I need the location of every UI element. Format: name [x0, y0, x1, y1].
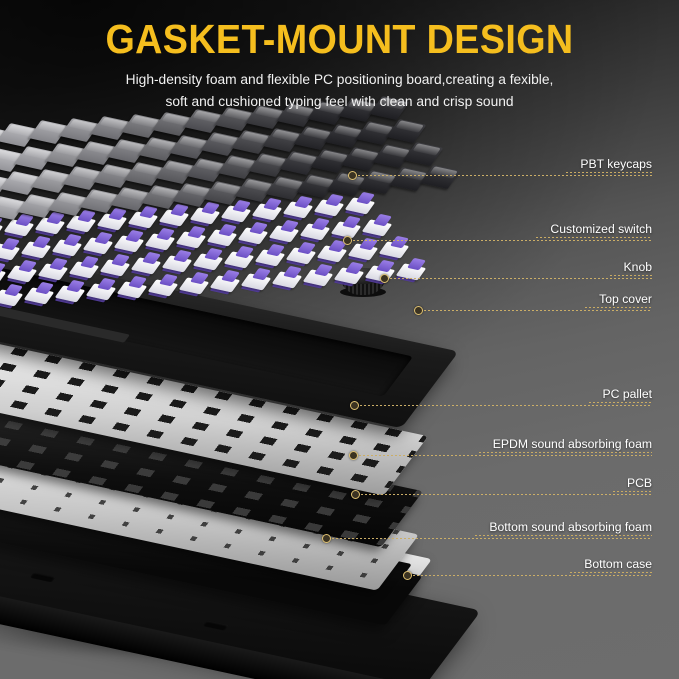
- callout-marker-customized-switch: [343, 236, 352, 245]
- page-subtitle: High-density foam and flexible PC positi…: [75, 69, 604, 113]
- callout-leader-pbt-keycaps: [358, 175, 652, 176]
- callout-underline-pbt-keycaps: [566, 172, 652, 173]
- callout-label-epdm-foam: EPDM sound absorbing foam: [492, 437, 652, 451]
- callout-leader-epdm-foam: [359, 455, 652, 456]
- callout-epdm-foam: EPDM sound absorbing foam: [0, 436, 652, 453]
- callout-leader-pcb: [361, 494, 652, 495]
- callout-label-pc-pallet: PC pallet: [602, 387, 652, 401]
- callout-leader-pc-pallet: [360, 405, 652, 406]
- callout-label-bottom-case: Bottom case: [584, 557, 652, 571]
- callout-leader-knob: [390, 278, 652, 279]
- callout-customized-switch: Customized switch: [0, 221, 652, 238]
- callout-leader-top-cover: [424, 310, 652, 311]
- callout-marker-knob: [380, 274, 389, 283]
- callout-underline-knob: [609, 275, 652, 276]
- callout-leader-customized-switch: [353, 240, 652, 241]
- callout-underline-pcb: [612, 491, 652, 492]
- callout-underline-customized-switch: [536, 237, 652, 238]
- callout-underline-pc-pallet: [588, 402, 652, 403]
- callout-label-pbt-keycaps: PBT keycaps: [580, 157, 652, 171]
- callout-label-pcb: PCB: [626, 476, 652, 490]
- subtitle-line-1: High-density foam and flexible PC positi…: [125, 72, 554, 88]
- callout-knob: Knob: [0, 259, 652, 276]
- header: GASKET-MOUNT DESIGN High-density foam an…: [0, 0, 679, 113]
- subtitle-line-2: soft and cushioned typing feel with clea…: [165, 94, 514, 110]
- callout-pcb: PCB: [0, 475, 652, 492]
- callout-underline-bottom-foam: [475, 535, 652, 536]
- page-title: GASKET-MOUNT DESIGN: [105, 16, 574, 62]
- callout-label-knob: Knob: [623, 260, 652, 274]
- callout-marker-pcb: [351, 490, 360, 499]
- callout-leader-bottom-case: [413, 575, 652, 576]
- callout-pbt-keycaps: PBT keycaps: [0, 156, 652, 173]
- callout-label-customized-switch: Customized switch: [550, 222, 652, 236]
- callout-top-cover: Top cover: [0, 291, 652, 308]
- callout-bottom-case: Bottom case: [0, 556, 652, 573]
- callout-label-bottom-foam: Bottom sound absorbing foam: [489, 520, 652, 534]
- callout-underline-top-cover: [585, 307, 652, 308]
- callout-marker-pc-pallet: [350, 401, 359, 410]
- callout-marker-pbt-keycaps: [348, 171, 357, 180]
- callout-leader-bottom-foam: [332, 538, 652, 539]
- callout-marker-top-cover: [414, 306, 423, 315]
- callout-underline-epdm-foam: [478, 452, 652, 453]
- callout-label-top-cover: Top cover: [599, 292, 652, 306]
- callout-marker-bottom-case: [403, 571, 412, 580]
- callout-bottom-foam: Bottom sound absorbing foam: [0, 519, 652, 536]
- callout-underline-bottom-case: [570, 572, 652, 573]
- callout-pc-pallet: PC pallet: [0, 386, 652, 403]
- callout-marker-epdm-foam: [349, 451, 358, 460]
- callout-marker-bottom-foam: [322, 534, 331, 543]
